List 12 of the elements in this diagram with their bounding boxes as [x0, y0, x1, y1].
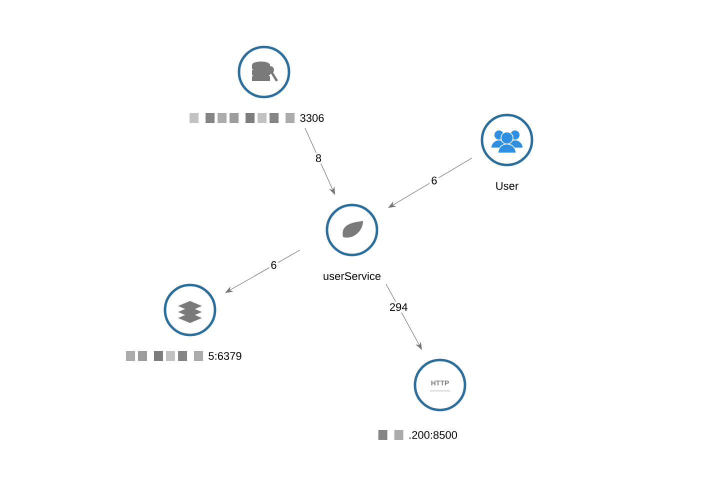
edge-label: 6	[430, 175, 439, 186]
arrow	[386, 284, 422, 350]
edge-label: 6	[269, 260, 278, 270]
node-label: userService	[324, 272, 381, 280]
edge-label: 294	[388, 302, 410, 312]
node-label: 3306	[300, 114, 324, 122]
arrow	[388, 158, 472, 208]
node-label: .200:8500	[410, 431, 458, 439]
arrow	[225, 250, 300, 293]
node-label: 5:6379	[208, 352, 242, 360]
node-label: User	[496, 182, 518, 190]
arrow	[304, 128, 335, 195]
